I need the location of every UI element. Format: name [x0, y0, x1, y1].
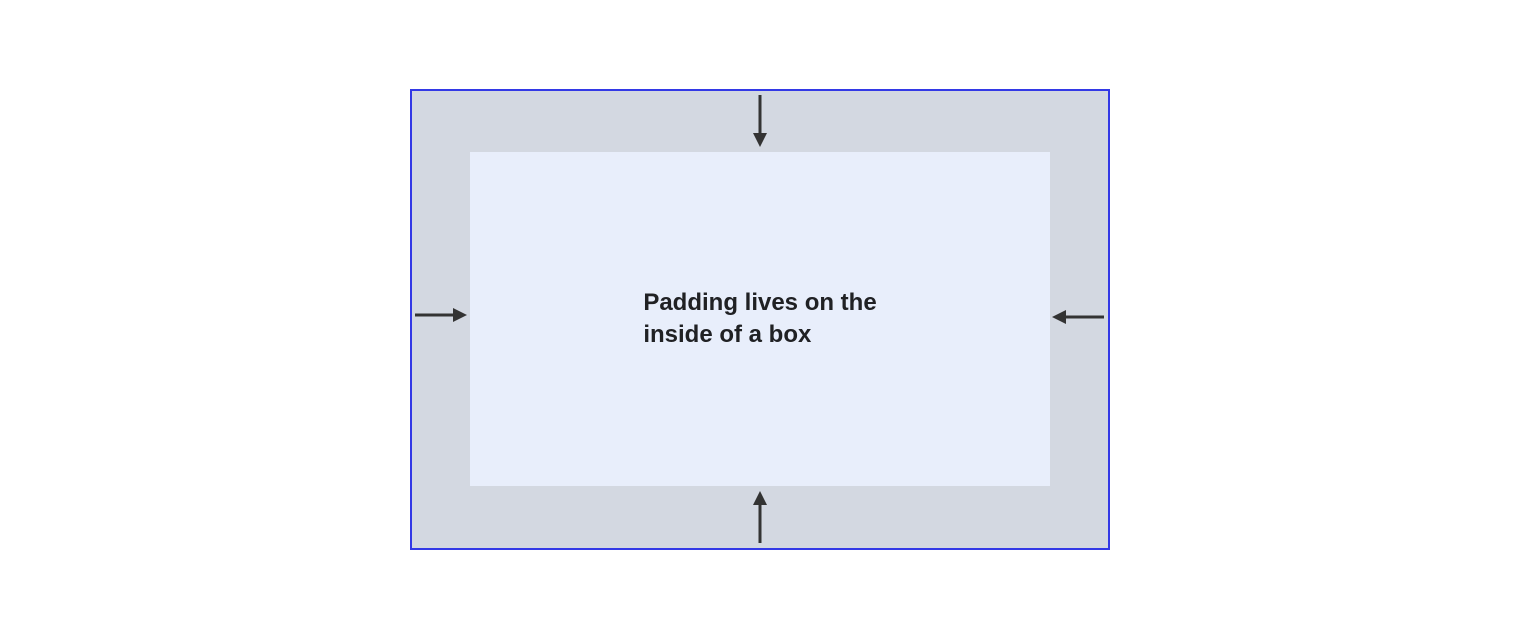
arrow-right-icon	[415, 308, 467, 322]
content-box: Padding lives on the inside of a box	[470, 152, 1050, 486]
arrow-down-icon	[753, 95, 767, 147]
arrow-left-icon	[1052, 310, 1104, 324]
arrow-up-icon	[753, 491, 767, 543]
diagram-label-line1: Padding lives on the	[643, 289, 877, 316]
diagram-label-line2: inside of a box	[643, 321, 812, 348]
diagram-label: Padding lives on the inside of a box	[643, 287, 876, 351]
